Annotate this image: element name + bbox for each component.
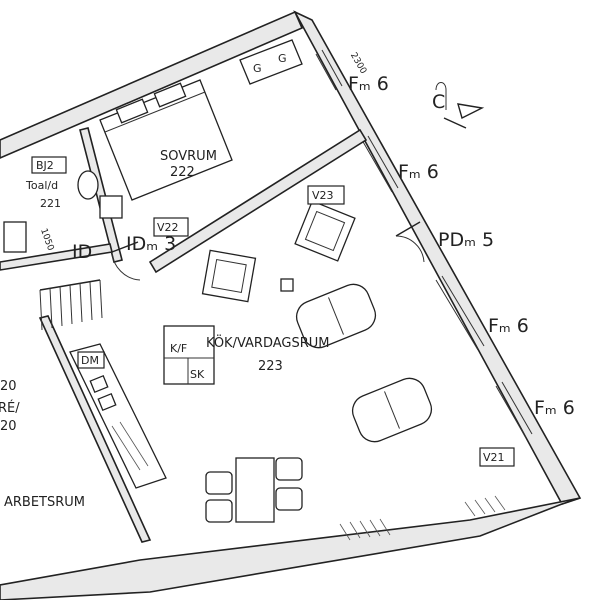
kitchen-counter	[69, 343, 167, 489]
dimension-label: 1050	[38, 227, 55, 252]
window-label: Fₘ 6	[534, 397, 575, 419]
room-name-bedroom: SOVRUM	[160, 149, 217, 164]
room-name-kitchen: KÖK/VARDAGSRUM	[206, 334, 329, 351]
armchair-2	[201, 249, 257, 303]
double-bed	[99, 79, 233, 201]
fridge-label: K/F	[170, 342, 187, 355]
inner-door-label: IDₘ 3	[126, 233, 176, 255]
inner-door-partial-label: ID	[72, 241, 92, 263]
compass-icon	[435, 82, 485, 129]
interior-walls	[0, 127, 368, 543]
cabinet-label: SK	[190, 368, 205, 381]
room-number-toilet: 221	[40, 197, 61, 210]
wardrobe: G G	[239, 39, 303, 85]
patio-door	[395, 221, 425, 263]
sofa-1	[295, 283, 377, 349]
room-number-office: 20	[0, 379, 17, 394]
vent-tag: V23	[312, 189, 334, 202]
right-wall-windows	[315, 49, 533, 439]
room-number-office-2: 20	[0, 419, 17, 434]
compass-label: C	[432, 91, 445, 113]
sofa-2	[351, 377, 433, 443]
labels: SOVRUM 222 KÖK/VARDAGSRUM 223 BJ2 Toal/d…	[0, 51, 575, 510]
dishwasher-label: DM	[81, 354, 99, 367]
room-name-toilet: Toal/d	[25, 179, 58, 192]
room-name-partial: RÉ/	[0, 400, 20, 416]
wardrobe-mark: G	[253, 62, 262, 75]
bottom-glazing	[339, 495, 506, 541]
toilet-tag: BJ2	[36, 159, 54, 172]
room-number-bedroom: 222	[170, 165, 195, 180]
vent-tag: V21	[483, 451, 505, 464]
dining-set	[205, 457, 303, 523]
vent-tag: V22	[157, 221, 179, 234]
window-label: Fₘ 6	[398, 161, 439, 183]
window-label: Fₘ 6	[348, 73, 389, 95]
wardrobe-mark: G	[278, 52, 287, 65]
stairs	[39, 279, 103, 331]
toilet-fixtures	[3, 170, 123, 253]
room-number-kitchen: 223	[258, 359, 283, 374]
fridge-cabinet	[163, 325, 215, 385]
window-label: Fₘ 6	[488, 315, 529, 337]
inner-door	[111, 241, 141, 281]
small-table	[280, 278, 294, 292]
room-name-office: ARBETSRUM	[4, 495, 85, 510]
armchair-1	[294, 200, 356, 262]
patio-door-label: PDₘ 5	[438, 229, 494, 251]
exterior-walls	[0, 10, 582, 600]
